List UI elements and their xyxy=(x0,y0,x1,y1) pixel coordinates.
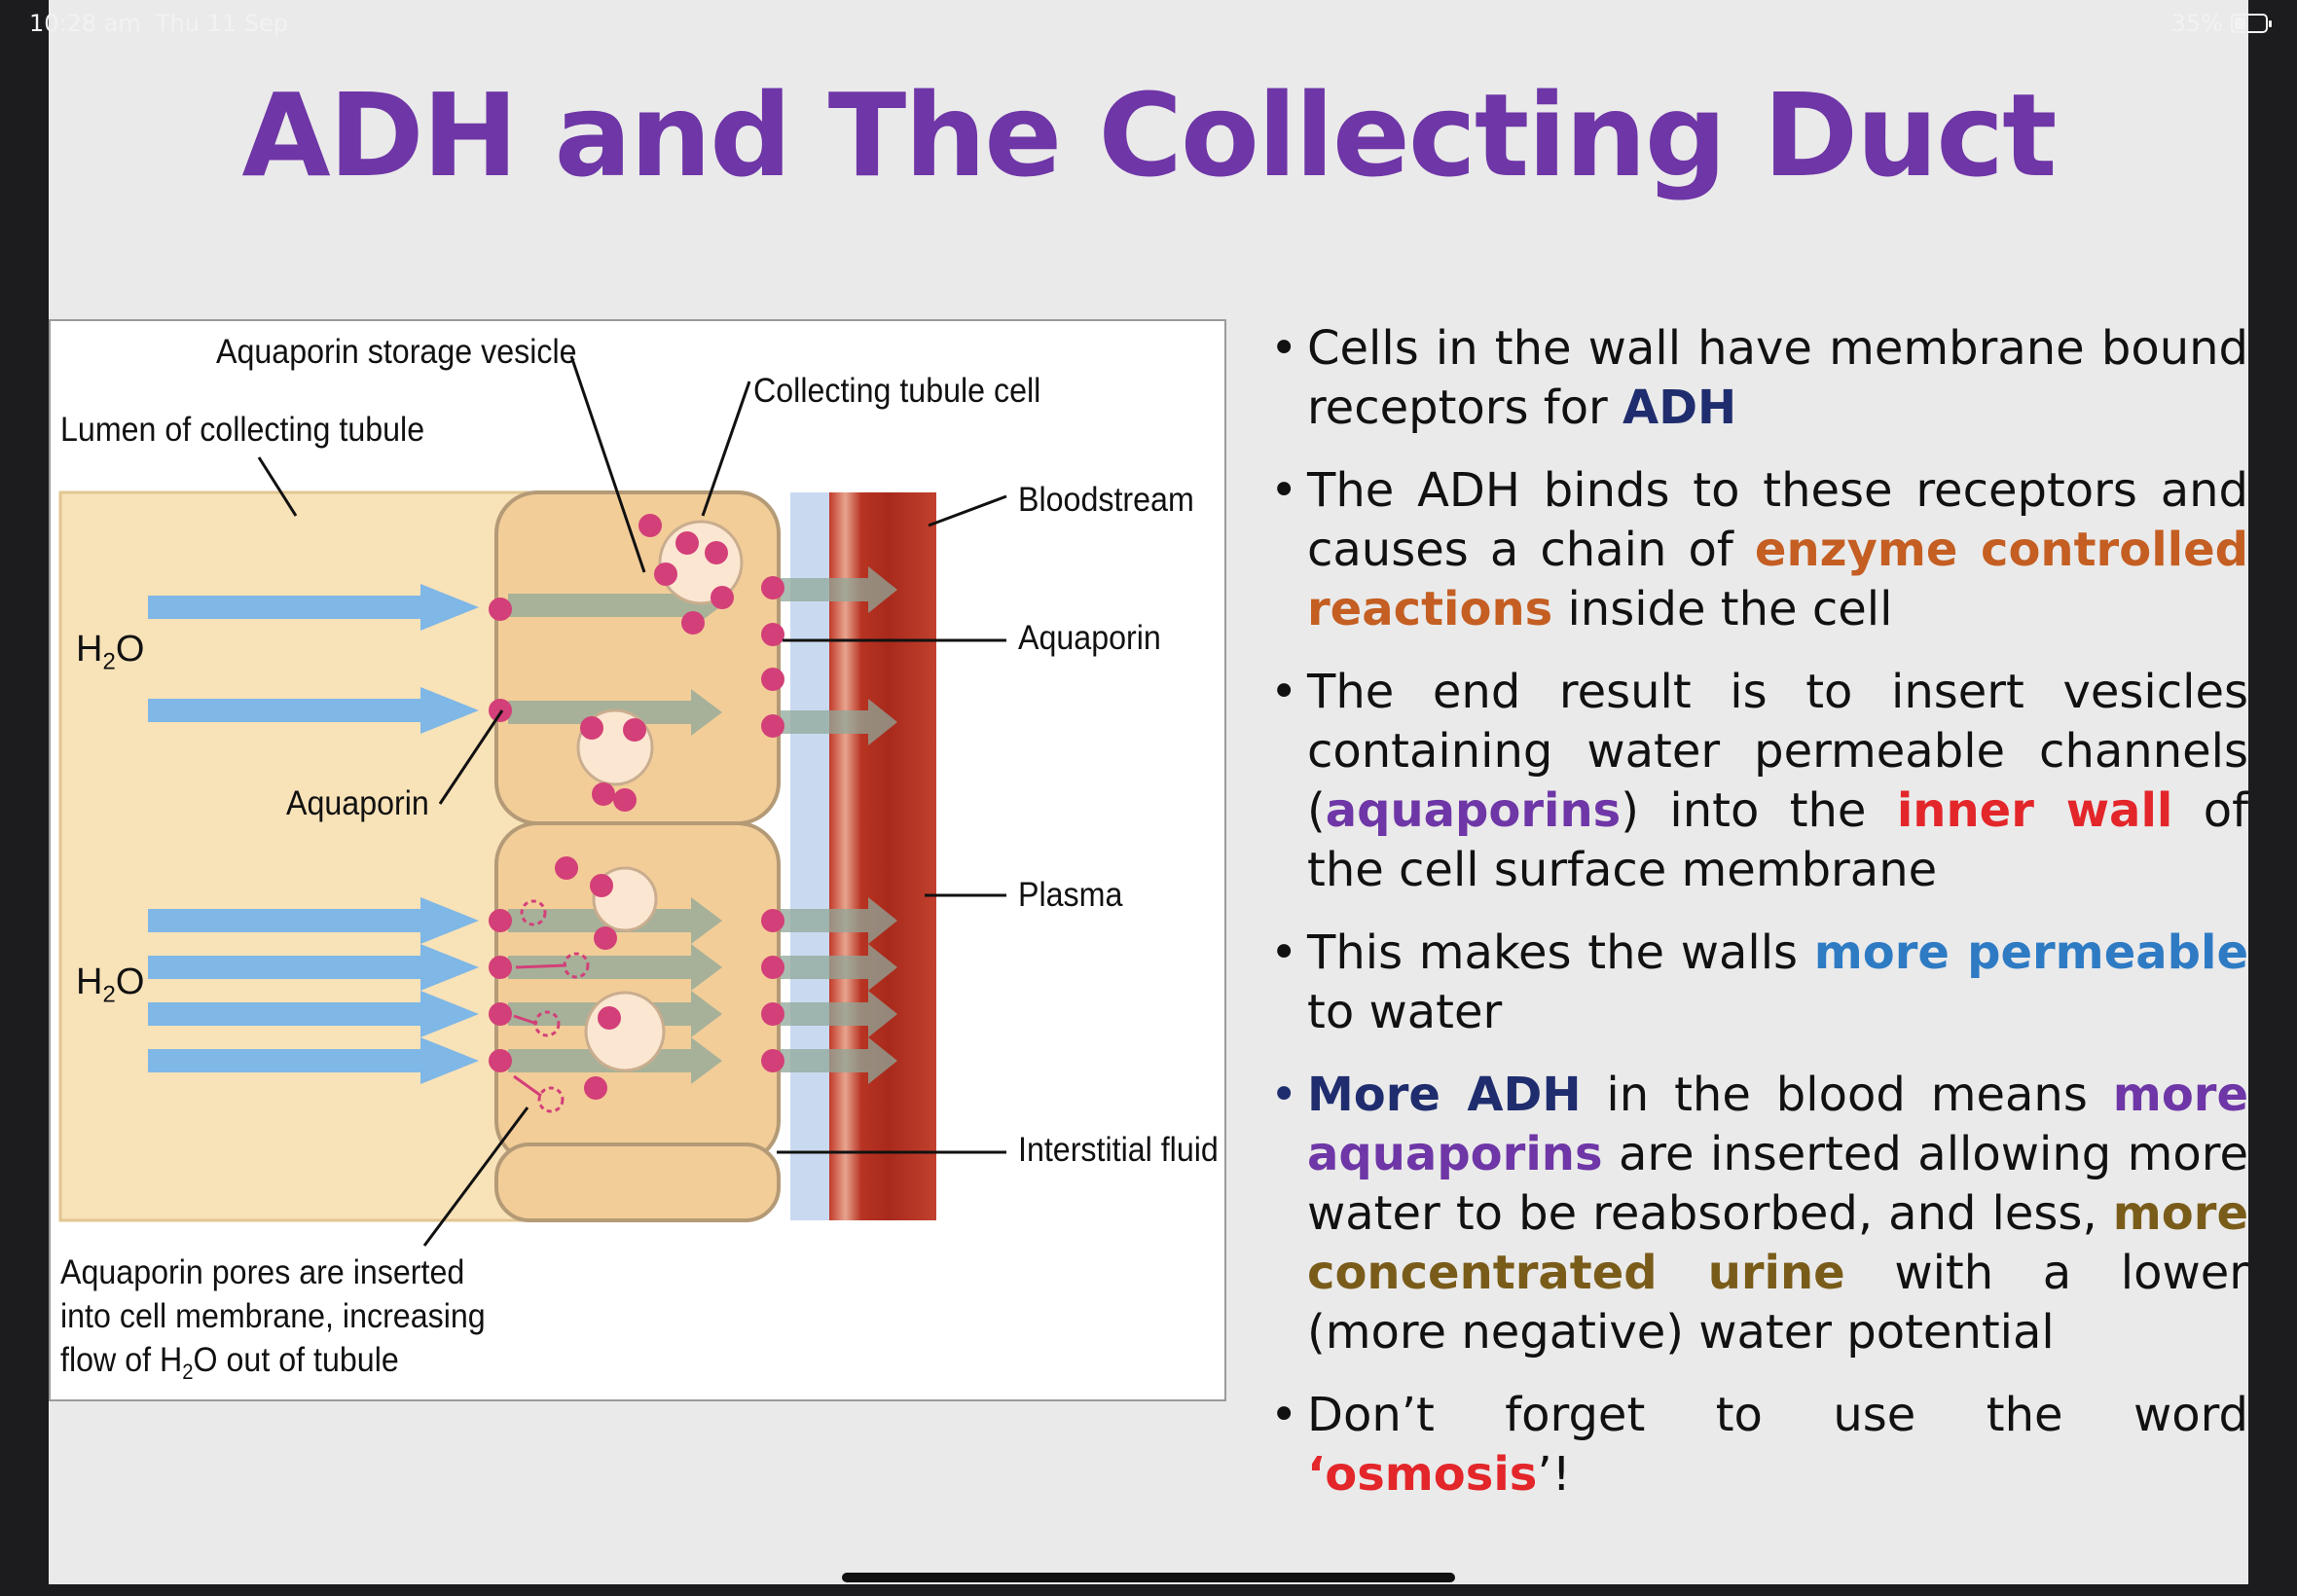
bullet-text: in the blood means xyxy=(1581,1068,2113,1122)
label-storage-vesicle: Aquaporin storage vesicle xyxy=(216,333,577,371)
water-bottom-o: O xyxy=(115,961,145,1002)
label-bloodstream: Bloodstream xyxy=(1018,481,1194,519)
highlight-aquaporins: aquaporins xyxy=(1325,783,1622,838)
bullet-text: ) into the xyxy=(1621,783,1897,838)
highlight-adh: ADH xyxy=(1622,381,1737,435)
figure-caption: Aquaporin pores are inserted into cell m… xyxy=(60,1251,486,1394)
insertion-arrows xyxy=(513,963,567,1098)
bullet-more-adh: More ADH in the blood means more aquapor… xyxy=(1270,1066,2248,1362)
caption-line-3-sub: 2 xyxy=(182,1360,194,1384)
label-water-top: H2O xyxy=(76,629,144,676)
water-top-h: H xyxy=(76,629,103,670)
slide-title: ADH and The Collecting Duct xyxy=(241,68,2057,202)
aquaporin-dots xyxy=(489,514,784,1100)
blood-vessel xyxy=(829,492,936,1220)
slide: ADH and The Collecting Duct xyxy=(49,0,2248,1584)
tubule-cell-lower xyxy=(494,1143,781,1222)
lumen-water-arrows xyxy=(148,584,479,1084)
highlight-more-adh: More ADH xyxy=(1307,1068,1582,1122)
bullet-enzyme: The ADH binds to these receptors and cau… xyxy=(1270,461,2248,639)
bullet-text: of the cell surface membrane xyxy=(1307,783,2248,897)
battery-percent: 35% xyxy=(2170,10,2223,37)
caption-line-3: flow of H2O out of tubule xyxy=(60,1338,486,1394)
label-lumen: Lumen of collecting tubule xyxy=(60,411,425,449)
status-time: 10:28 am xyxy=(29,10,141,37)
highlight-concentrated-urine: more concentrated urine xyxy=(1307,1186,2248,1300)
collecting-duct-figure: Aquaporin storage vesicle Collecting tub… xyxy=(49,319,1226,1401)
caption-line-2: into cell membrane, increasing xyxy=(60,1297,486,1335)
bullet-text: This makes the walls xyxy=(1307,925,1814,980)
highlight-more-aquaporins: more aquaporins xyxy=(1307,1068,2249,1181)
bullet-text: Don’t forget to use the word xyxy=(1307,1388,2248,1442)
water-top-o: O xyxy=(115,629,145,670)
bullet-text: are inserted allowing more water to be r… xyxy=(1307,1127,2248,1241)
caption-line-3a: flow of H xyxy=(60,1341,183,1379)
status-bar: 10:28 am Thu 11 Sep 35% xyxy=(0,0,2297,47)
highlight-inner-wall: inner wall xyxy=(1896,783,2173,838)
bullet-osmosis: Don’t forget to use the word ‘osmosis’! xyxy=(1270,1386,2248,1505)
bullet-text: The ADH binds to these receptors and cau… xyxy=(1307,463,2248,577)
bullet-vesicles: The end result is to insert vesicles con… xyxy=(1270,663,2248,900)
label-aquaporin-left: Aquaporin xyxy=(286,784,429,822)
label-aquaporin-right: Aquaporin xyxy=(1018,619,1161,657)
bullet-receptors: Cells in the wall have membrane bound re… xyxy=(1270,319,2248,438)
highlight-osmosis: ‘osmosis xyxy=(1307,1447,1538,1502)
bullet-list: Cells in the wall have membrane bound re… xyxy=(1270,319,2248,1528)
label-water-bottom: H2O xyxy=(76,961,144,1009)
bullet-text: ’! xyxy=(1537,1447,1571,1502)
storage-vesicles xyxy=(576,520,744,1072)
battery-fill xyxy=(2235,18,2245,29)
figure-illustration xyxy=(58,355,1007,1247)
highlight-permeable: more permeable xyxy=(1813,925,2248,980)
battery-indicator: 35% xyxy=(2170,10,2272,37)
bullet-permeable: This makes the walls more permeable to w… xyxy=(1270,924,2248,1042)
label-plasma: Plasma xyxy=(1018,876,1123,914)
caption-line-3b: O out of tubule xyxy=(193,1341,399,1379)
caption-line-1: Aquaporin pores are inserted xyxy=(60,1253,465,1291)
label-tubule-cell: Collecting tubule cell xyxy=(753,372,1041,410)
water-bottom-sub: 2 xyxy=(102,981,116,1008)
water-bottom-h: H xyxy=(76,961,103,1002)
bullet-text: to water xyxy=(1307,985,1503,1039)
label-interstitial-fluid: Interstitial fluid xyxy=(1018,1131,1219,1169)
status-date: Thu 11 Sep xyxy=(156,10,289,37)
water-top-sub: 2 xyxy=(102,648,116,675)
highlight-enzyme: enzyme controlled reactions xyxy=(1307,523,2249,636)
battery-icon xyxy=(2231,14,2272,33)
home-indicator[interactable] xyxy=(842,1573,1455,1582)
bullet-text: Cells in the wall have membrane bound re… xyxy=(1307,321,2248,435)
bullet-text: The end result is to insert vesicles con… xyxy=(1307,665,2248,838)
bullet-text: inside the cell xyxy=(1552,582,1893,636)
leader-lines xyxy=(257,355,1007,1247)
bullet-text: with a lower (more negative) water poten… xyxy=(1307,1246,2249,1360)
